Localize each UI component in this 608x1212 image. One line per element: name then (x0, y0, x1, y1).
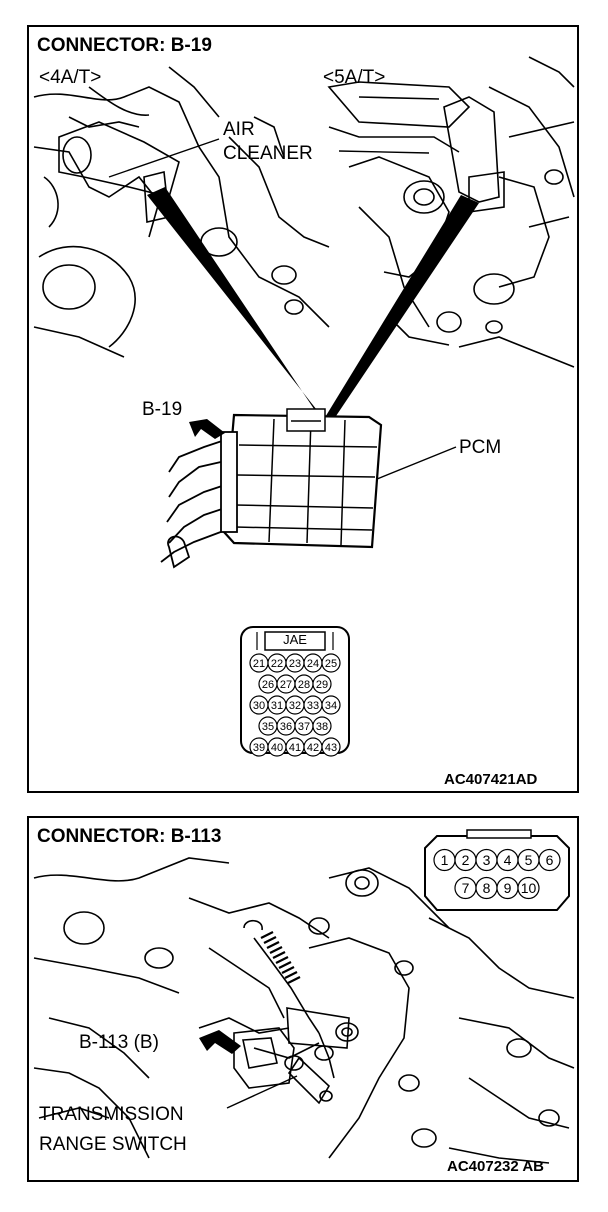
pcm-label: PCM (459, 437, 502, 458)
leader-wedge-left (147, 187, 324, 419)
pin-number: 35 (262, 721, 274, 733)
connector-b19-label: B-19 (142, 399, 183, 420)
pcm-leader (376, 446, 457, 480)
engine-bay-linework (33, 56, 575, 368)
pin-number: 22 (271, 658, 283, 670)
pin-number: 38 (316, 721, 328, 733)
connector-b113-label: B-113 (B) (79, 1032, 159, 1053)
pin-number: 41 (289, 742, 301, 754)
pin-number: 29 (316, 679, 328, 691)
b19-arrow (189, 419, 225, 439)
air-cleaner-leader-right (338, 150, 430, 154)
pin-number: 43 (325, 742, 337, 754)
pin-number: 40 (271, 742, 283, 754)
pin-number: 39 (253, 742, 265, 754)
pin-number: 2 (462, 852, 470, 868)
pin-circle (321, 653, 341, 673)
pin-number: 26 (262, 679, 274, 691)
pin-number: 25 (325, 658, 337, 670)
pin-number: 42 (307, 742, 319, 754)
pin-number: 24 (307, 658, 319, 670)
transmission-linework (33, 857, 575, 1164)
pin-number: 5 (525, 852, 533, 868)
range-switch-label-line1: TRANSMISSION (39, 1104, 184, 1125)
panel-title: CONNECTOR: B-113 (37, 826, 222, 847)
air-cleaner-label-line1: AIR (223, 119, 255, 140)
range-switch-label-line2: RANGE SWITCH (39, 1134, 187, 1155)
figure-code: AC407232 AB (447, 1158, 544, 1175)
pin-number: 36 (280, 721, 292, 733)
variant-5at-label: <5A/T> (323, 67, 386, 88)
pin-circle (312, 716, 332, 736)
pin-number: 3 (483, 852, 491, 868)
variant-4at-label: <4A/T> (39, 67, 102, 88)
pin-number: 31 (271, 700, 283, 712)
pin-number: 7 (462, 880, 470, 896)
pin-number: 28 (298, 679, 310, 691)
pin-number: 6 (546, 852, 554, 868)
pin-number: 30 (253, 700, 265, 712)
pin-number: 37 (298, 721, 310, 733)
pin-number: 4 (504, 852, 512, 868)
pin-circle (517, 876, 540, 900)
air-cleaner-label-line2: CLEANER (223, 143, 313, 164)
pin-number: 8 (483, 880, 491, 896)
pin-number: 23 (289, 658, 301, 670)
b113-arrow (199, 1030, 241, 1054)
connector-type-label: JAE (283, 632, 307, 647)
figure-code: AC407421AD (444, 771, 538, 788)
pin-number: 34 (325, 700, 337, 712)
pin-number: 9 (504, 880, 512, 896)
engine-bay-illustration: 21 22 23 24 25 26 27 28 29 30 31 32 33 34 35 36 37 38 39 40… (33, 56, 575, 757)
pin-number: 10 (521, 880, 537, 896)
range-switch-leader (226, 1075, 298, 1109)
pin-number: 1 (441, 852, 449, 868)
pin-number: 27 (280, 679, 292, 691)
pin-circle (321, 695, 341, 715)
panel-title: CONNECTOR: B-19 (37, 35, 212, 56)
shift-cable-coil (260, 931, 301, 984)
pin-circle (538, 848, 561, 872)
connector-b19-panel: 21 22 23 24 25 26 27 28 29 30 31 32 33 34 35 36 37 38 39 40… (27, 25, 579, 793)
pin-circle (312, 674, 332, 694)
air-cleaner-leader-left (108, 138, 220, 178)
pin-number: 33 (307, 700, 319, 712)
pin-number: 21 (253, 658, 265, 670)
pin-circle (321, 737, 341, 757)
pin-number: 32 (289, 700, 301, 712)
pcm-unit (160, 408, 383, 569)
leader-wedge-right (324, 195, 479, 419)
connector-b19-pins: 21 22 23 24 25 26 27 28 29 30 31 32 33 34 35 36 37 38 39 40… (249, 653, 341, 757)
